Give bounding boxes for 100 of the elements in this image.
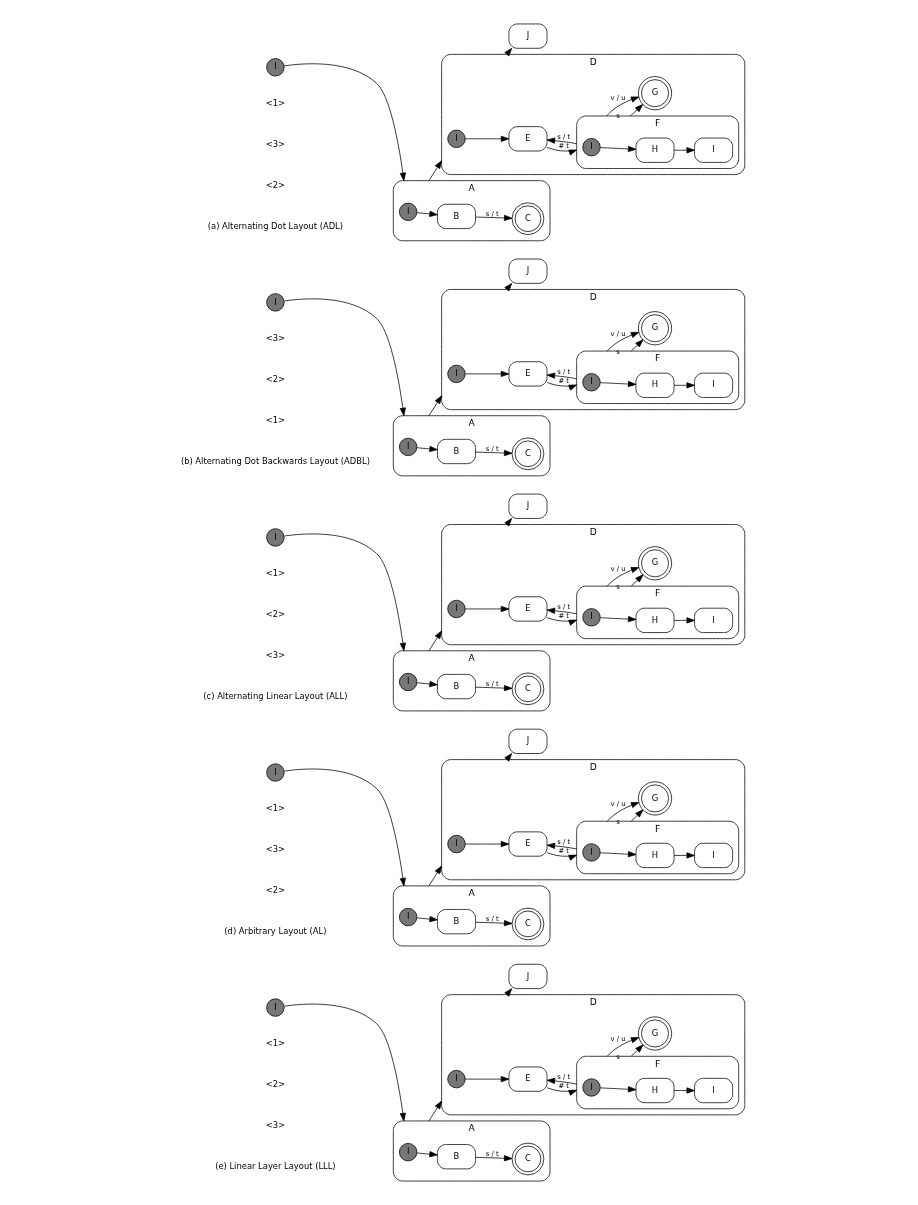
arrow (464, 135, 509, 142)
label: <1> (265, 803, 285, 814)
label: <3> (265, 650, 285, 661)
arrow (630, 809, 643, 822)
arrow (428, 1100, 442, 1122)
arrow (416, 210, 438, 217)
node-box: H (635, 1077, 674, 1104)
arrow (605, 96, 639, 117)
label: (c) Alternating Linear Layout (ALL) (202, 691, 347, 702)
arrow (474, 214, 512, 221)
arrow (606, 802, 639, 822)
arrow (546, 842, 577, 850)
label: <2> (265, 609, 285, 620)
arrow (606, 1037, 639, 1057)
arrow (673, 1087, 695, 1094)
label: (d) Arbitrary Layout (AL) (223, 926, 326, 937)
node-circle: I (265, 293, 284, 312)
arrow (546, 372, 577, 380)
node-circle: I (265, 998, 284, 1017)
arrow (606, 331, 639, 352)
arrow (474, 450, 512, 457)
node-box: E (508, 1066, 547, 1092)
arrow (283, 63, 406, 182)
node-box: I (693, 372, 733, 398)
arrow (599, 381, 636, 388)
arrow (428, 630, 442, 652)
arrow (546, 1087, 577, 1096)
label: <1> (265, 1038, 285, 1049)
label: (b) Alternating Dot Backwards Layout (ADBL) (180, 456, 370, 467)
node-box: I (693, 137, 733, 163)
label: <2> (265, 180, 285, 191)
node-box: I (693, 1077, 733, 1104)
node-circle: I (581, 843, 601, 862)
label: <3> (265, 333, 285, 344)
arrow (464, 370, 509, 377)
node-box: J (508, 23, 547, 49)
arrow (416, 681, 438, 688)
node-box: E (508, 831, 547, 857)
node-box: E (508, 596, 547, 622)
node-circle: I (581, 1078, 601, 1097)
arrow (428, 395, 442, 417)
label: <3> (265, 844, 285, 855)
node-circle: I (446, 364, 466, 383)
node-box: J (508, 728, 547, 754)
arrow (599, 1086, 636, 1093)
node-circle: I (398, 907, 417, 927)
node-box: H (635, 607, 674, 633)
arrow (464, 605, 509, 612)
node-box: H (635, 137, 674, 163)
arrow (283, 1003, 406, 1122)
node-box: B (436, 909, 476, 935)
arrow (283, 768, 406, 887)
arrow (630, 574, 643, 587)
label: (a) Alternating Dot Layout (ADL) (207, 221, 343, 232)
label: <3> (265, 139, 285, 150)
node-circle: I (398, 437, 417, 457)
node-circle: I (398, 202, 417, 221)
node-circle: I (265, 763, 284, 782)
node-circle: I (265, 58, 284, 77)
arrow (546, 147, 577, 156)
node-circle: I (581, 608, 601, 627)
node-box: B (436, 1144, 476, 1170)
arrow (599, 851, 636, 858)
node-box: H (635, 842, 674, 868)
node-box: I (693, 607, 733, 633)
arrow (474, 685, 512, 692)
arrow (546, 852, 577, 861)
node-box: J (508, 493, 547, 519)
arrow (599, 145, 636, 152)
arrow (673, 617, 695, 624)
arrow (629, 104, 643, 117)
arrow (464, 841, 509, 848)
label: <2> (265, 374, 285, 385)
node-box: J (508, 963, 547, 989)
arrow (474, 1155, 512, 1162)
arrow (630, 1044, 643, 1057)
arrow (283, 298, 406, 417)
arrow (673, 147, 695, 154)
node-box: E (508, 361, 547, 387)
arrow (546, 1077, 577, 1085)
node-box: B (436, 674, 476, 700)
arrow (546, 607, 577, 615)
node-circle: I (446, 599, 466, 619)
node-box: B (436, 203, 476, 229)
label: (e) Linear Layer Layout (LLL) (214, 1161, 336, 1172)
arrow (416, 916, 438, 923)
label: <3> (265, 1120, 285, 1131)
arrow (606, 567, 639, 587)
arrow (673, 382, 695, 389)
arrow (673, 852, 695, 859)
node-circle: I (446, 129, 466, 148)
node-box: B (436, 438, 476, 465)
label: <2> (265, 1079, 285, 1090)
node-circle: I (446, 1070, 466, 1089)
node-box: H (635, 372, 674, 398)
node-circle: I (581, 138, 601, 157)
arrow (416, 445, 438, 452)
node-box: J (508, 258, 547, 284)
label: <1> (265, 415, 285, 426)
arrow (546, 617, 577, 626)
